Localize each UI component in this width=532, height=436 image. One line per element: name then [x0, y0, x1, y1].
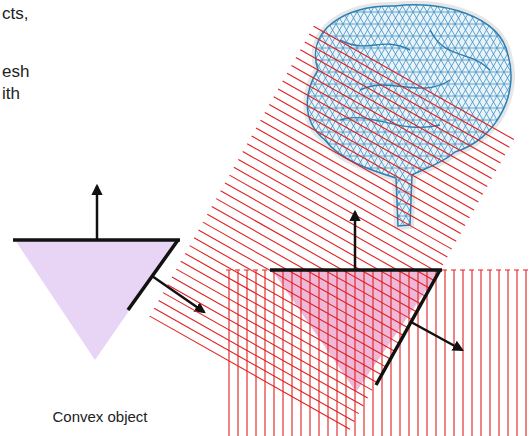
slide-text: cts,	[2, 4, 28, 24]
slide-text: esh	[2, 62, 29, 82]
convex-triangle	[13, 186, 204, 360]
convex-triangle-hatched	[150, 26, 532, 436]
slide-text: ith	[2, 84, 20, 104]
caption-label: Convex object	[52, 408, 147, 426]
